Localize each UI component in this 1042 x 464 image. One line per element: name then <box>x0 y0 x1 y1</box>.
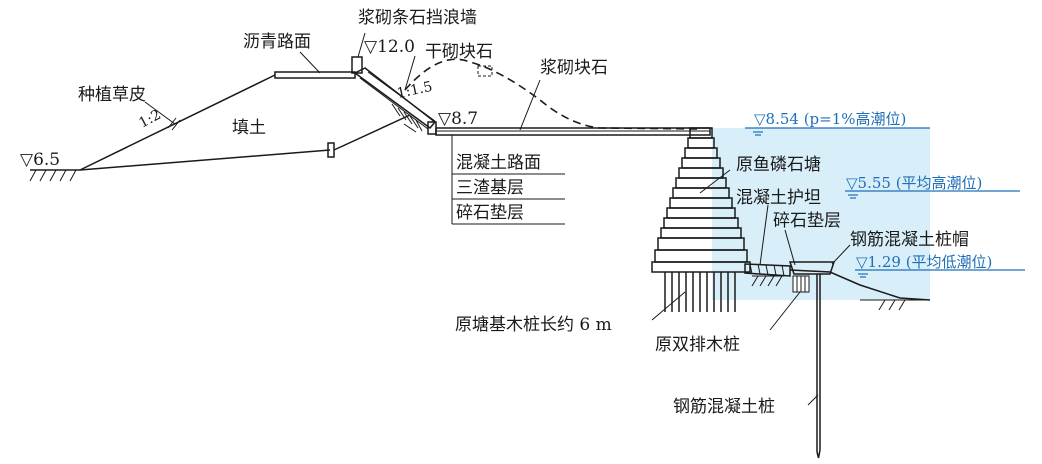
pile-cap <box>788 261 836 275</box>
elev-wall-top: ▽12.0 <box>364 37 415 57</box>
layer-table <box>451 135 565 225</box>
double-wood-piles <box>792 275 810 293</box>
asphalt-road <box>274 71 356 79</box>
fill-base-line <box>79 149 331 171</box>
label-pile-cap: 钢筋混凝土桩帽 <box>850 230 969 250</box>
elev-high-tide: ▽8.54 (p=1%高潮位) <box>754 110 906 128</box>
label-fishscale: 原鱼磷石塘 <box>736 155 821 175</box>
wood-piles <box>664 272 736 312</box>
elev-mean-high-tide: ▽5.55 (平均高潮位) <box>846 174 982 192</box>
left-ground-hatch <box>29 169 77 182</box>
label-slope-mid: 1:1.5 <box>396 79 434 102</box>
label-mortar-block: 浆砌块石 <box>540 58 608 78</box>
label-masonry-wall: 浆砌条石挡浪墙 <box>358 8 477 28</box>
label-slope-left: 1:2 <box>136 107 163 132</box>
label-concrete-apron: 混凝土护坦 <box>736 188 821 208</box>
label-gravel-base: 碎石垫层 <box>456 203 524 223</box>
label-grass: 种植草皮 <box>78 85 146 105</box>
elev-mean-low-tide: ▽1.29 (平均低潮位) <box>856 253 992 271</box>
revetment-hatch <box>391 103 423 133</box>
wave-wall <box>351 56 363 74</box>
label-dry-block: 干砌块石 <box>425 42 493 62</box>
old-profile-dashed <box>404 58 701 130</box>
apron-ground-hatch <box>751 275 784 287</box>
label-slag-base: 三渣基层 <box>456 178 524 198</box>
label-rc-pile: 钢筋混凝土桩 <box>673 397 775 417</box>
label-gravel-base2: 碎石垫层 <box>773 211 841 231</box>
leader-lines <box>144 32 851 406</box>
label-concrete-road: 混凝土路面 <box>456 153 541 173</box>
label-fill: 填土 <box>232 118 266 138</box>
elev-road: ▽8.7 <box>438 109 478 129</box>
label-double-piles: 原双排木桩 <box>655 335 740 355</box>
fishscale-pond <box>651 127 751 273</box>
concrete-apron <box>744 263 791 277</box>
seabed-hatch <box>878 299 906 311</box>
sloped-revetment <box>353 67 437 130</box>
label-asphalt: 沥青路面 <box>243 32 311 52</box>
label-wood-piles: 原塘基木桩长约 6 m <box>455 315 612 335</box>
elev-left-ground: ▽6.5 <box>20 150 60 170</box>
seabed-line <box>789 269 931 301</box>
